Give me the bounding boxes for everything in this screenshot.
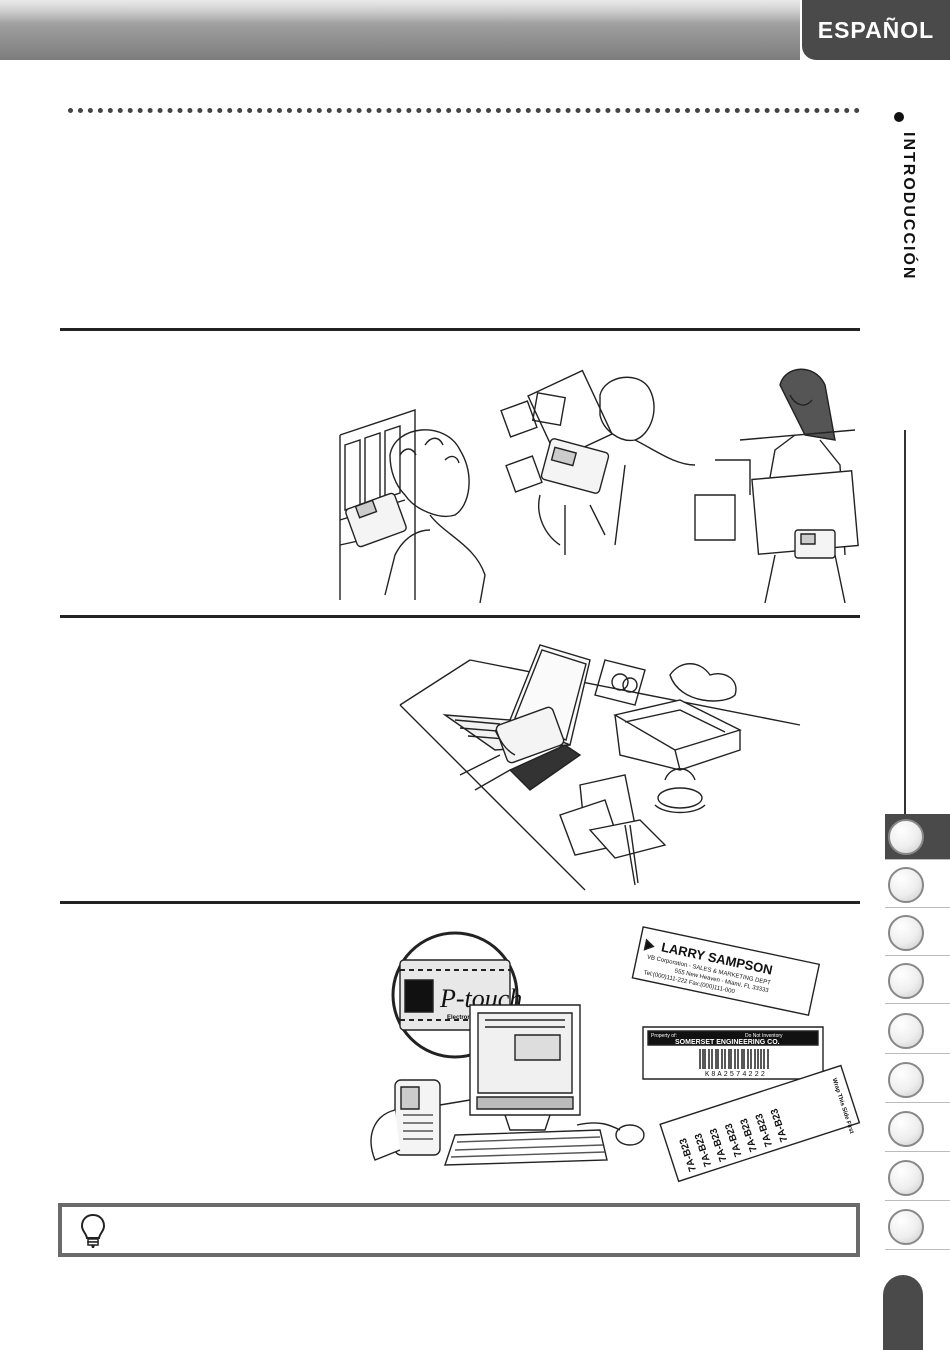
chapter-circle-icon: [888, 818, 924, 855]
illustration-pc-label-printing: P-touch Electronic Stationery LARRY SAMP…: [345, 935, 865, 1170]
label-inventory-text: Do Not Inventory: [745, 1033, 783, 1039]
chapter-circle-icon: [888, 1110, 924, 1147]
section-rule: [60, 328, 860, 331]
printer-illustration: [615, 700, 740, 770]
chapter-tab-4[interactable]: [885, 958, 950, 1004]
sidebar-divider: [904, 430, 906, 815]
label-property-text: Property of:: [651, 1033, 677, 1039]
cable-label-illustration: 7A-B23 7A-B23 7A-B23 7A-B23 7A-B23 7A-B2…: [660, 1066, 862, 1189]
language-label: ESPAÑOL: [817, 16, 935, 43]
photo-frame-illustration: [595, 660, 645, 705]
chapter-circle-icon: [888, 866, 924, 903]
illustration-office-labeling: [335, 355, 865, 605]
mouse-cable: [577, 1123, 620, 1130]
chapter-tab-3[interactable]: [885, 910, 950, 956]
section-bullet: [894, 112, 904, 122]
lightbulb-icon: [80, 1213, 106, 1248]
person-man-illustration: [539, 377, 695, 555]
barcode-label-illustration: Property of: Do Not Inventory SOMERSET E…: [643, 1027, 823, 1079]
chapter-tab-2[interactable]: [885, 862, 950, 908]
papers-illustration: [560, 775, 665, 885]
person-woman-box-illustration: [695, 369, 858, 603]
person-woman-curly-illustration: [345, 430, 485, 603]
plant-illustration: [670, 664, 736, 701]
barcode-bars: [700, 1049, 768, 1069]
chapter-tab-7[interactable]: [885, 1106, 950, 1152]
chapter-circle-icon: [888, 1208, 924, 1245]
phone-illustration: [655, 769, 705, 813]
language-tab[interactable]: ESPAÑOL: [802, 0, 950, 60]
label-barcode-text: K8A2574222: [705, 1071, 767, 1079]
chapter-tab-5[interactable]: [885, 1008, 950, 1054]
hint-box: [58, 1203, 860, 1257]
chapter-circle-icon: [888, 962, 924, 999]
chapter-tab-1[interactable]: [885, 814, 950, 860]
monitor-illustration: [470, 1005, 580, 1130]
chapter-tab-9[interactable]: [885, 1204, 950, 1250]
mouse-illustration: [616, 1125, 644, 1145]
chapter-circle-icon: [888, 1012, 924, 1049]
section-rule: [60, 901, 860, 904]
label-printer-illustration: [371, 1080, 470, 1160]
label-maker-on-dock-illustration: [460, 706, 580, 790]
chapter-tab-8[interactable]: [885, 1155, 950, 1201]
illustration-desk-pc-connection: [400, 640, 800, 890]
page-number-tab: [883, 1275, 923, 1350]
keyboard-illustration: [445, 1130, 607, 1165]
name-label-illustration: LARRY SAMPSON VB Corporation - SALES & M…: [632, 927, 819, 1015]
label-company-name-text: SOMERSET ENGINEERING CO.: [675, 1039, 780, 1046]
header-bar: [0, 0, 800, 60]
dotted-rule: [68, 108, 860, 113]
chapter-tab-6[interactable]: [885, 1057, 950, 1103]
chapter-circle-icon: [888, 1159, 924, 1196]
chapter-circle-icon: [888, 1061, 924, 1098]
chapter-circle-icon: [888, 914, 924, 951]
section-label: INTRODUCCIÓN: [900, 132, 917, 281]
section-rule: [60, 615, 860, 618]
